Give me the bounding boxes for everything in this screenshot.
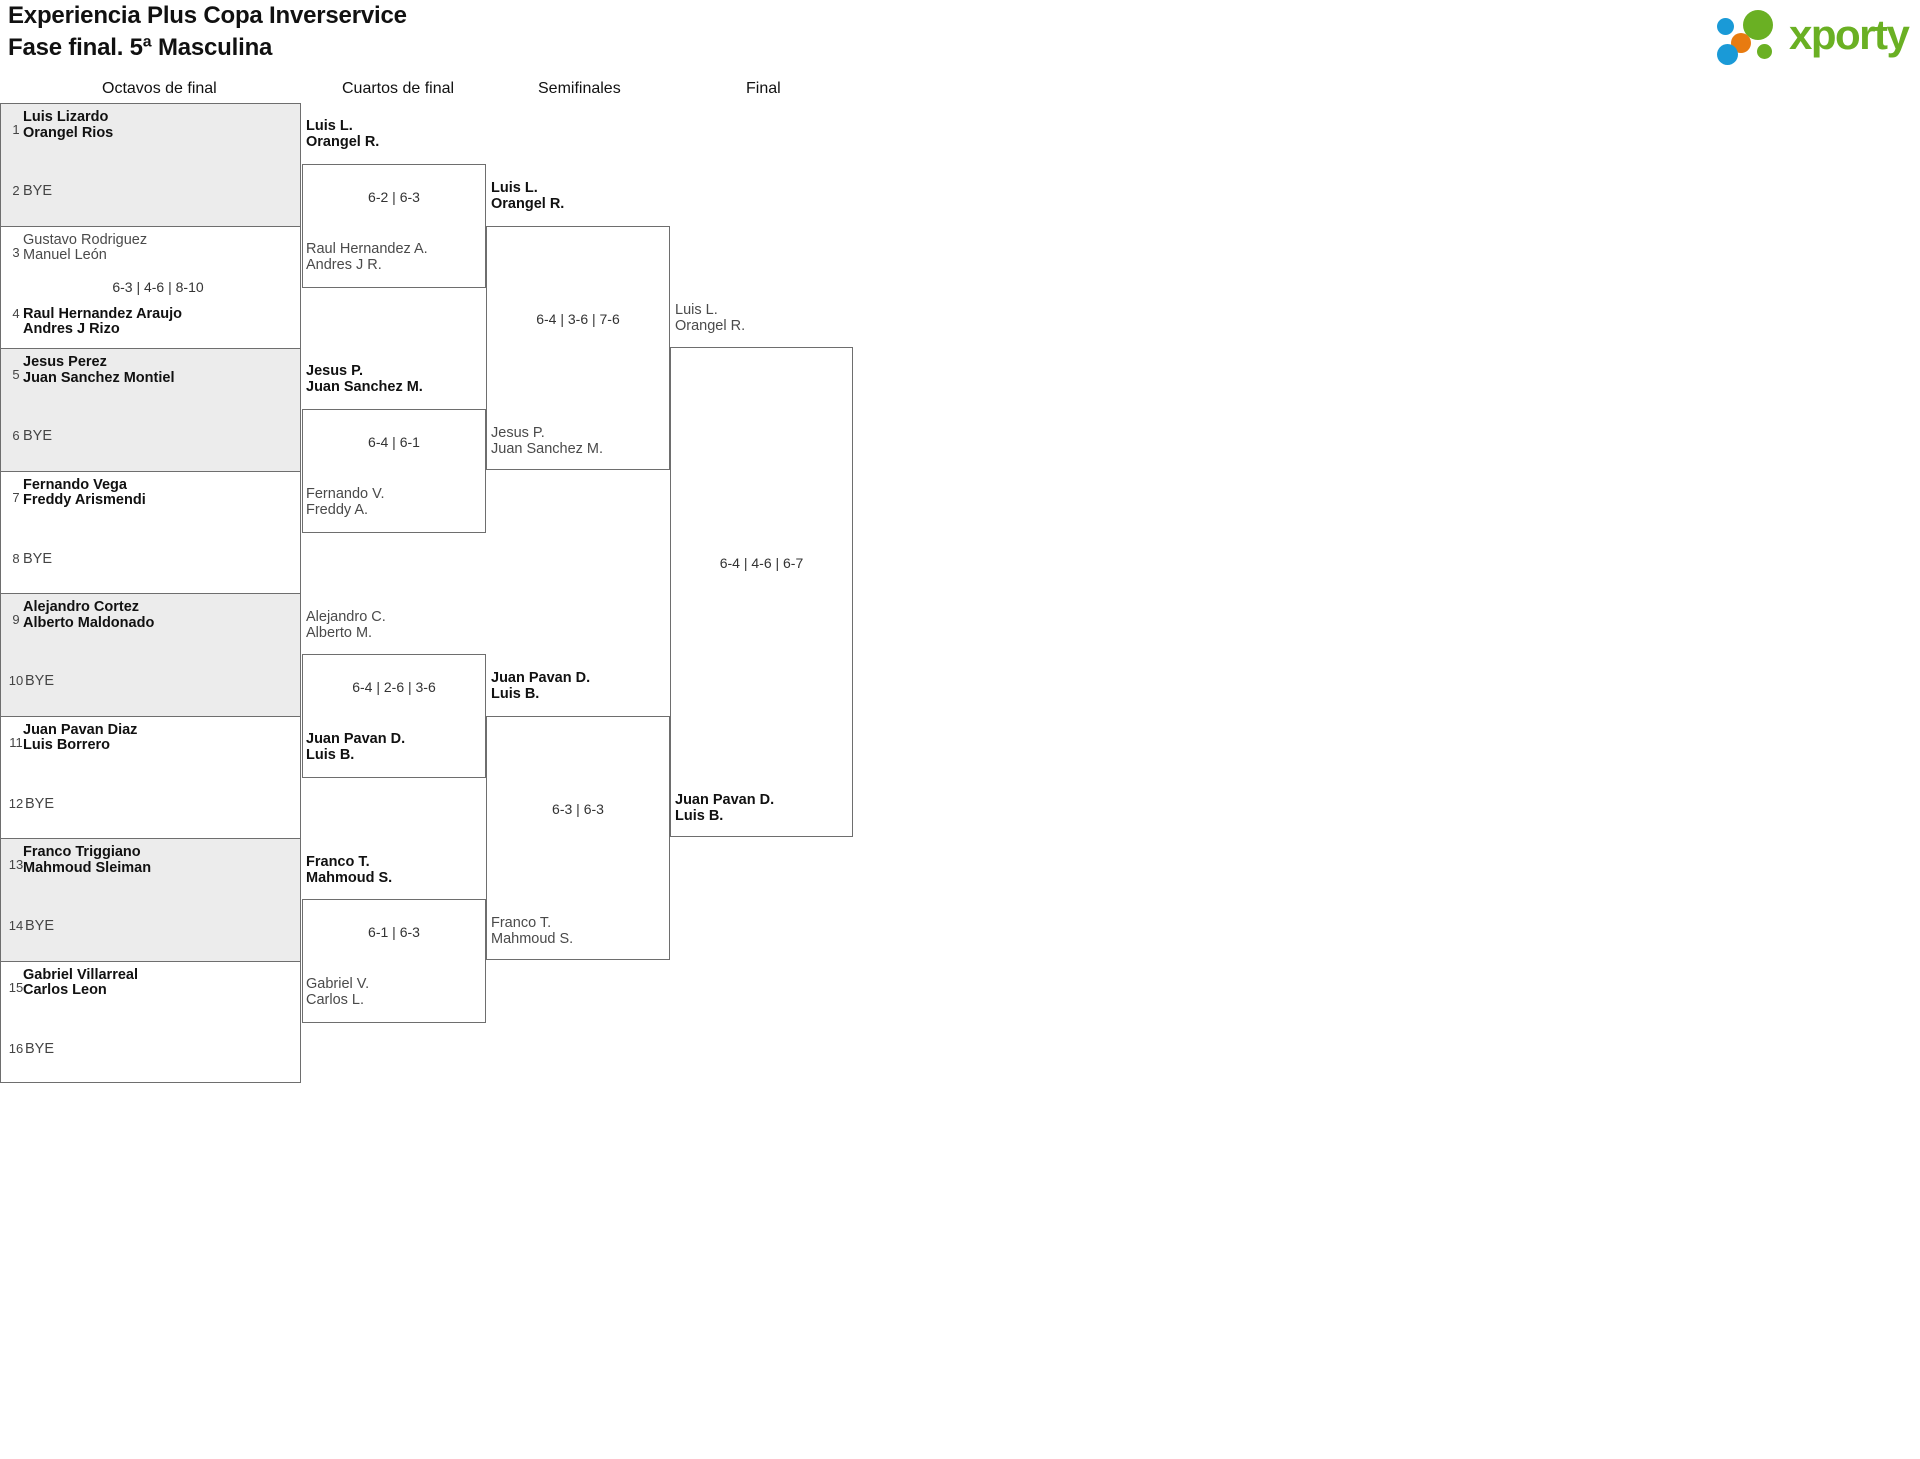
logo-dot-blue-large [1717, 44, 1738, 65]
final-box[interactable] [670, 347, 853, 837]
sf1-score: 6-4 | 3-6 | 7-6 [536, 311, 620, 327]
bye-label: BYE [23, 550, 53, 567]
round-header-octavos: Octavos de final [102, 80, 217, 97]
seed-number: 3 [12, 244, 20, 260]
seed-number: 4 [12, 305, 20, 321]
sf2-box[interactable] [486, 716, 670, 960]
bye-label: BYE [25, 918, 55, 935]
r1-slot-2[interactable]: 2 BYE [1, 165, 302, 226]
bye-label: BYE [23, 428, 53, 445]
round-header-semis: Semifinales [538, 80, 621, 97]
tournament-title-line2: Fase final. 5ª Masculina [8, 34, 273, 61]
qf3-box[interactable] [302, 654, 486, 778]
bye-label: BYE [23, 183, 53, 200]
qf3-loser[interactable]: Alejandro C.Alberto M. [306, 609, 386, 641]
qf2-box[interactable] [302, 409, 486, 533]
qf2-loser[interactable]: Fernando V.Freddy A. [306, 486, 385, 518]
qf1-box[interactable] [302, 164, 486, 288]
seed-number: 8 [12, 550, 20, 566]
logo-dot-green-small [1757, 44, 1772, 59]
tournament-title-line1: Experiencia Plus Copa Inverservice [8, 2, 407, 29]
seed-number: 7 [12, 489, 20, 505]
qf4-box[interactable] [302, 899, 486, 1023]
sf2-loser[interactable]: Franco T.Mahmoud S. [491, 915, 574, 947]
r1-slot-10[interactable]: 10 BYE [1, 655, 302, 716]
bye-label: BYE [25, 1040, 55, 1057]
qf4-winner[interactable]: Franco T.Mahmoud S. [306, 854, 393, 886]
round-header-final: Final [746, 80, 781, 97]
r1-slot-14[interactable]: 14 BYE [1, 900, 302, 961]
qf1-winner[interactable]: Luis L.Orangel R. [306, 118, 380, 150]
seed-number: 6 [12, 428, 20, 444]
r1-slot-8[interactable]: 8 BYE [1, 533, 302, 594]
final-runner-up[interactable]: Luis L.Orangel R. [675, 302, 746, 334]
seed-number: 10 [8, 673, 24, 689]
seed-number: 1 [12, 122, 20, 137]
sf1-loser[interactable]: Jesus P.Juan Sanchez M. [491, 425, 604, 457]
sf2-score: 6-3 | 6-3 [552, 801, 604, 817]
tournament-title: Experiencia Plus Copa Inverservice Fase … [8, 0, 908, 64]
qf1-score: 6-2 | 6-3 [368, 189, 420, 205]
seed-number: 13 [8, 857, 24, 872]
bye-label: BYE [25, 795, 55, 812]
r1-slot-6[interactable]: 6 BYE [1, 410, 302, 471]
final-champion[interactable]: Juan Pavan D.Luis B. [675, 792, 775, 824]
qf3-winner[interactable]: Juan Pavan D.Luis B. [306, 731, 406, 763]
seed-number: 14 [8, 918, 24, 934]
sf2-winner[interactable]: Juan Pavan D.Luis B. [491, 670, 591, 702]
qf4-loser[interactable]: Gabriel V.Carlos L. [306, 976, 370, 1008]
r1-slot-12[interactable]: 12 BYE [1, 778, 302, 839]
seed-number: 12 [8, 795, 24, 811]
seed-number: 15 [8, 979, 24, 995]
seed-number: 16 [8, 1040, 24, 1056]
qf3-score: 6-4 | 2-6 | 3-6 [352, 679, 436, 695]
qf1-loser[interactable]: Raul Hernandez A.Andres J R. [306, 241, 428, 273]
qf4-score: 6-1 | 6-3 [368, 924, 420, 940]
round-header-cuartos: Cuartos de final [342, 80, 455, 97]
logo-dot-blue-small [1717, 18, 1734, 35]
qf2-score: 6-4 | 6-1 [368, 434, 420, 450]
qf2-winner[interactable]: Jesus P.Juan Sanchez M. [306, 363, 423, 395]
seed-number: 9 [12, 612, 20, 627]
seed-number: 11 [9, 734, 23, 750]
r1-match-score: 6-3 | 4-6 | 8-10 [112, 278, 204, 295]
logo-wordmark: xporty [1789, 11, 1910, 58]
seed-number: 5 [12, 367, 20, 382]
r1-slot-16[interactable]: 16 BYE [1, 1023, 302, 1084]
xporty-logo: xporty [1717, 8, 1910, 65]
bye-label: BYE [25, 673, 55, 690]
sf1-box[interactable] [486, 226, 670, 470]
final-score: 6-4 | 4-6 | 6-7 [719, 555, 804, 571]
sf1-winner[interactable]: Luis L.Orangel R. [491, 180, 565, 212]
seed-number: 2 [12, 183, 20, 199]
